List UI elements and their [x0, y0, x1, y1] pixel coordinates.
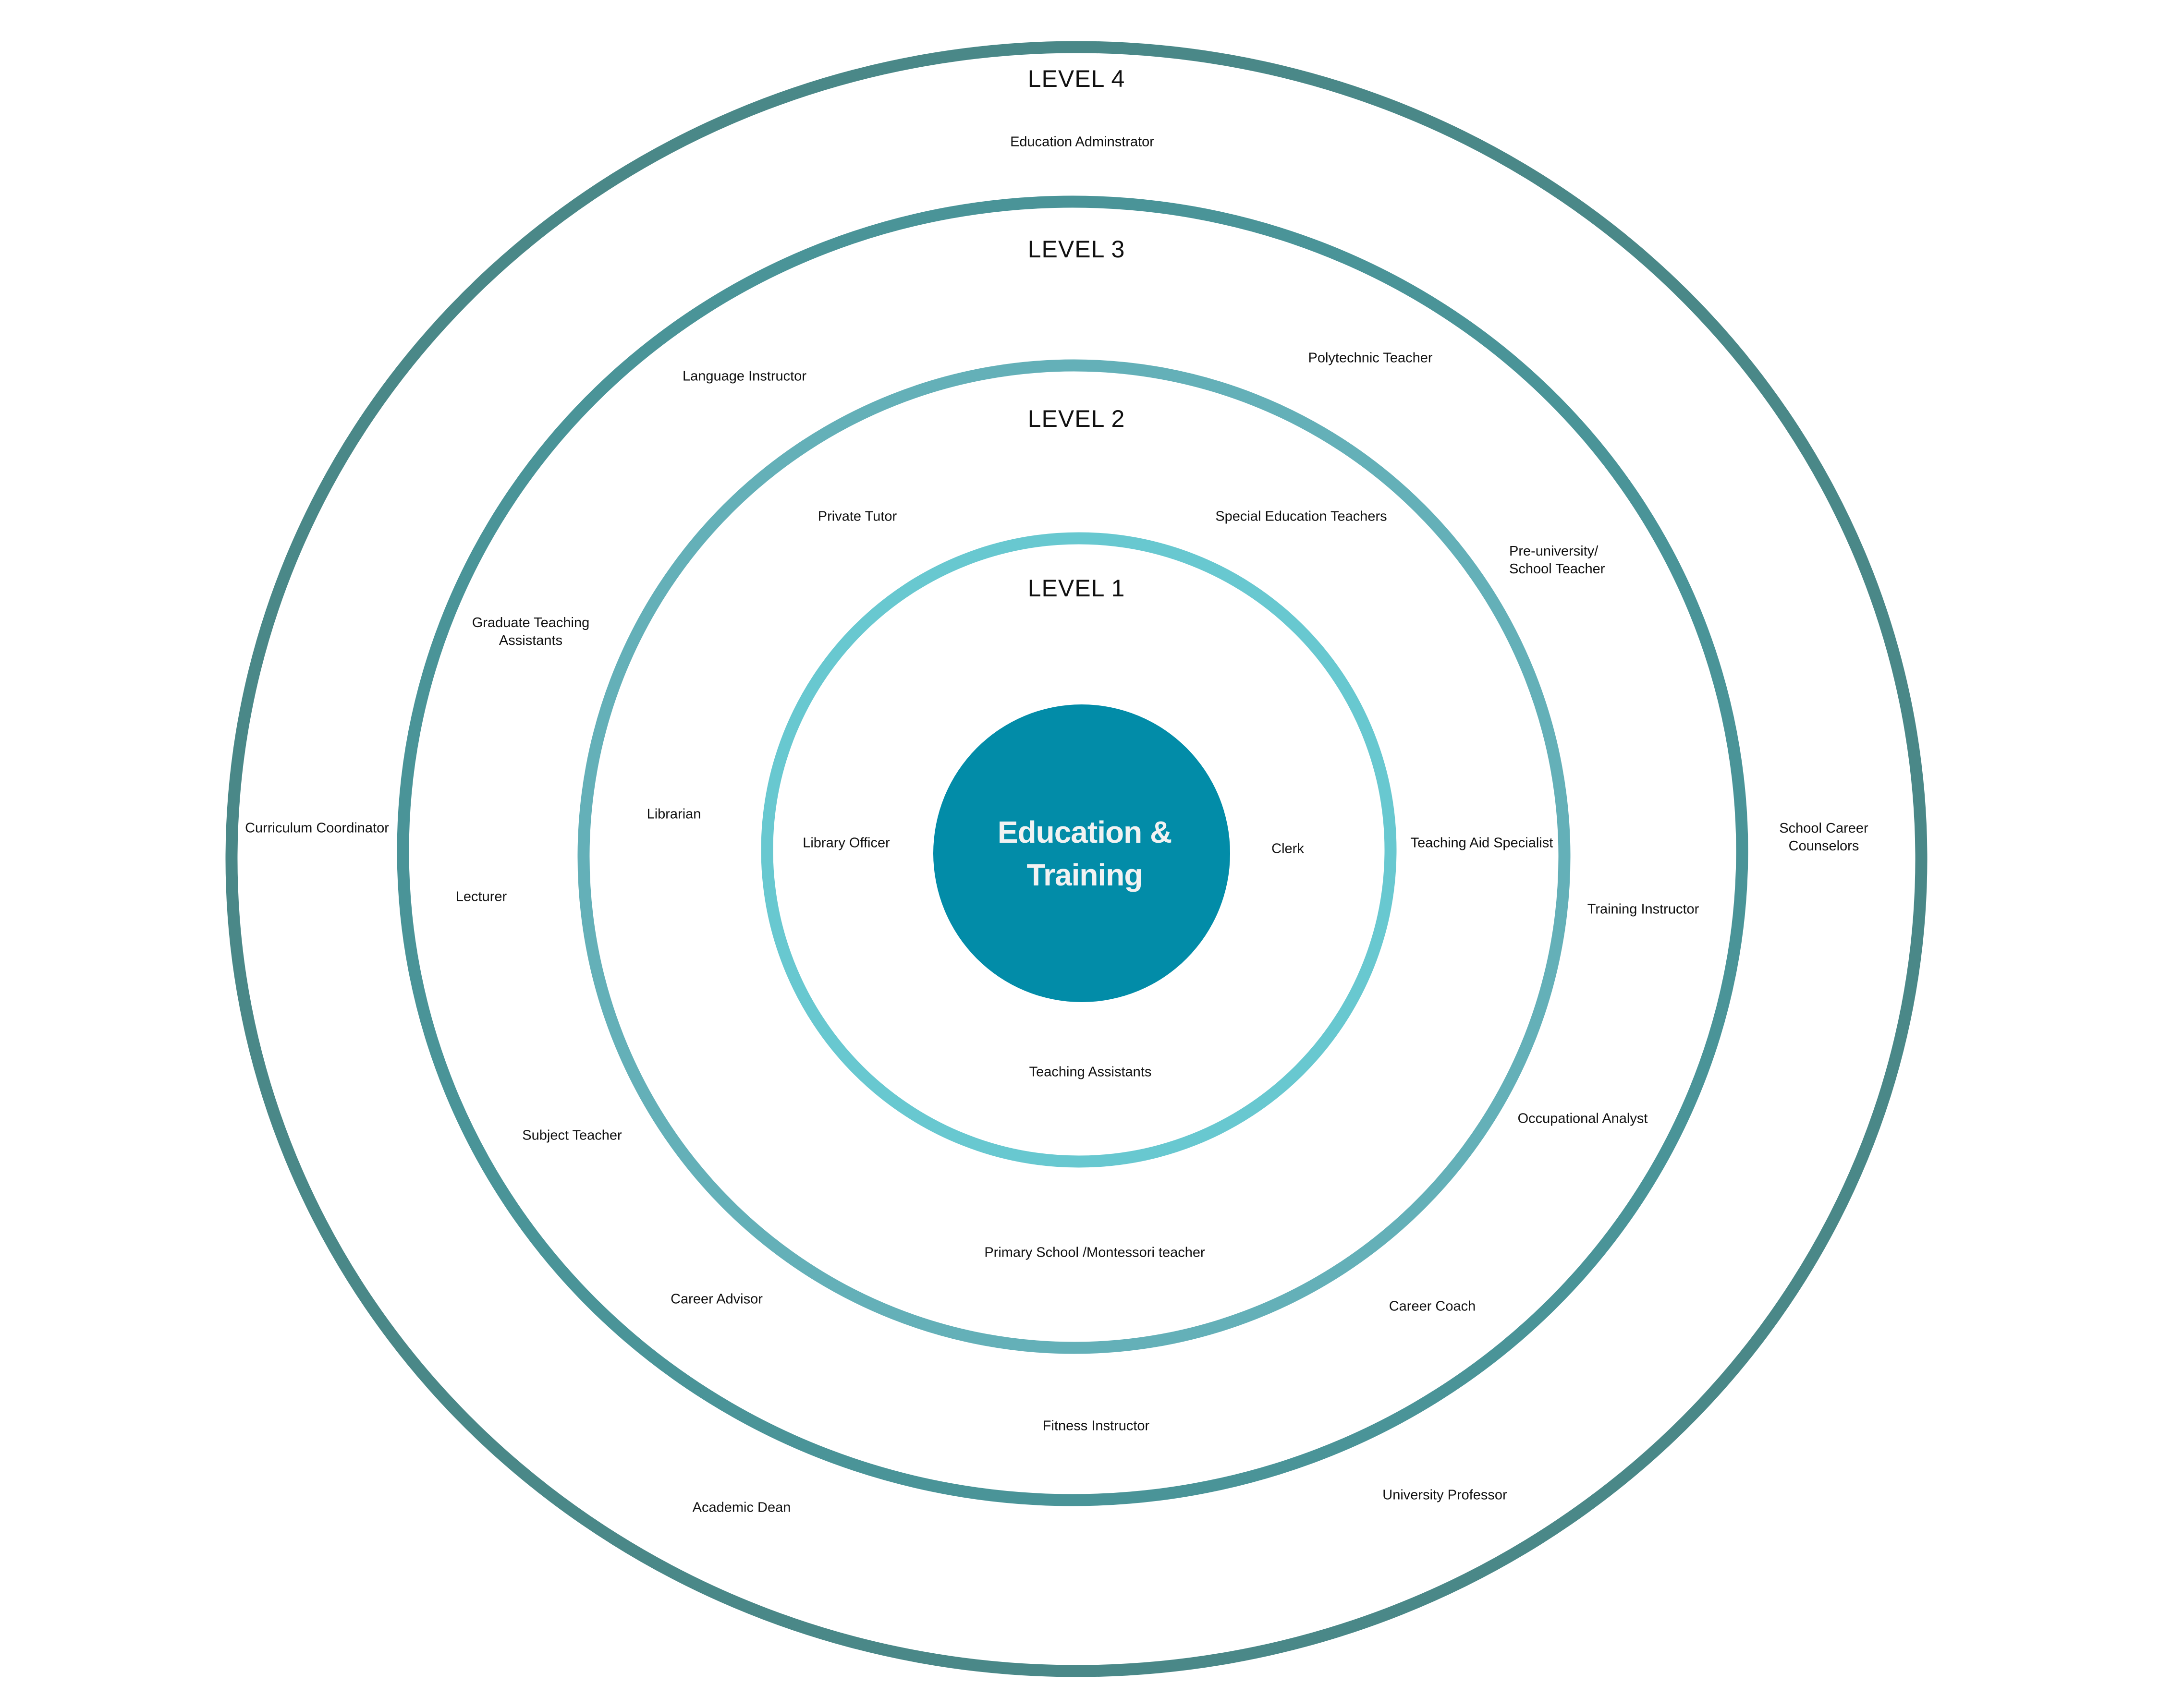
level-1-heading: LEVEL 1: [1027, 575, 1125, 602]
role-teaching-aid-specialist: Teaching Aid Specialist: [1410, 835, 1553, 851]
role-library-officer: Library Officer: [803, 835, 890, 851]
role-career-advisor: Career Advisor: [671, 1291, 763, 1307]
role-private-tutor: Private Tutor: [818, 509, 897, 524]
role-school-career-line1: School Career: [1779, 821, 1868, 836]
role-language-instructor: Language Instructor: [683, 368, 806, 384]
ring-level-2: [577, 359, 1571, 1354]
level-3-heading: LEVEL 3: [1027, 236, 1125, 263]
role-lecturer: Lecturer: [455, 889, 507, 905]
center-circle: [933, 704, 1230, 1002]
ring-level-3: [397, 195, 1748, 1506]
role-clerk: Clerk: [1271, 841, 1304, 857]
role-pre-university-teacher: Pre-university/ School Teacher: [1509, 543, 1605, 578]
center-title: Education & Training: [998, 811, 1172, 896]
role-education-administrator: Education Adminstrator: [1010, 134, 1154, 150]
role-occupational-analyst: Occupational Analyst: [1517, 1111, 1648, 1127]
center-title-line2: Training: [1026, 858, 1143, 892]
role-curriculum-coordinator: Curriculum Coordinator: [245, 820, 389, 836]
role-graduate-teaching-assistants: Graduate Teaching Assistants: [472, 614, 590, 650]
role-career-coach: Career Coach: [1389, 1298, 1476, 1314]
role-graduate-ta-line1: Graduate Teaching: [472, 615, 590, 630]
role-school-career-line2: Counselors: [1788, 838, 1859, 854]
role-librarian: Librarian: [647, 806, 701, 822]
role-subject-teacher: Subject Teacher: [522, 1127, 622, 1143]
role-academic-dean: Academic Dean: [692, 1500, 791, 1515]
role-university-professor: University Professor: [1382, 1487, 1507, 1503]
role-training-instructor: Training Instructor: [1587, 901, 1699, 917]
center-title-line1: Education &: [997, 815, 1172, 849]
role-fitness-instructor: Fitness Instructor: [1042, 1418, 1150, 1434]
role-pre-university-line2: School Teacher: [1509, 561, 1605, 577]
role-pre-university-line1: Pre-university/: [1509, 544, 1599, 559]
role-teaching-assistants: Teaching Assistants: [1029, 1064, 1152, 1080]
level-4-heading: LEVEL 4: [1027, 65, 1125, 92]
role-graduate-ta-line2: Assistants: [499, 633, 563, 648]
role-special-education-teachers: Special Education Teachers: [1215, 509, 1387, 524]
ring-level-1: [761, 532, 1397, 1168]
role-polytechnic-teacher: Polytechnic Teacher: [1308, 350, 1433, 366]
ring-level-4: [225, 41, 1928, 1677]
level-2-heading: LEVEL 2: [1027, 405, 1125, 432]
role-primary-school-teacher: Primary School /Montessori teacher: [984, 1245, 1205, 1260]
role-school-career-counselors: School Career Counselors: [1779, 820, 1868, 855]
